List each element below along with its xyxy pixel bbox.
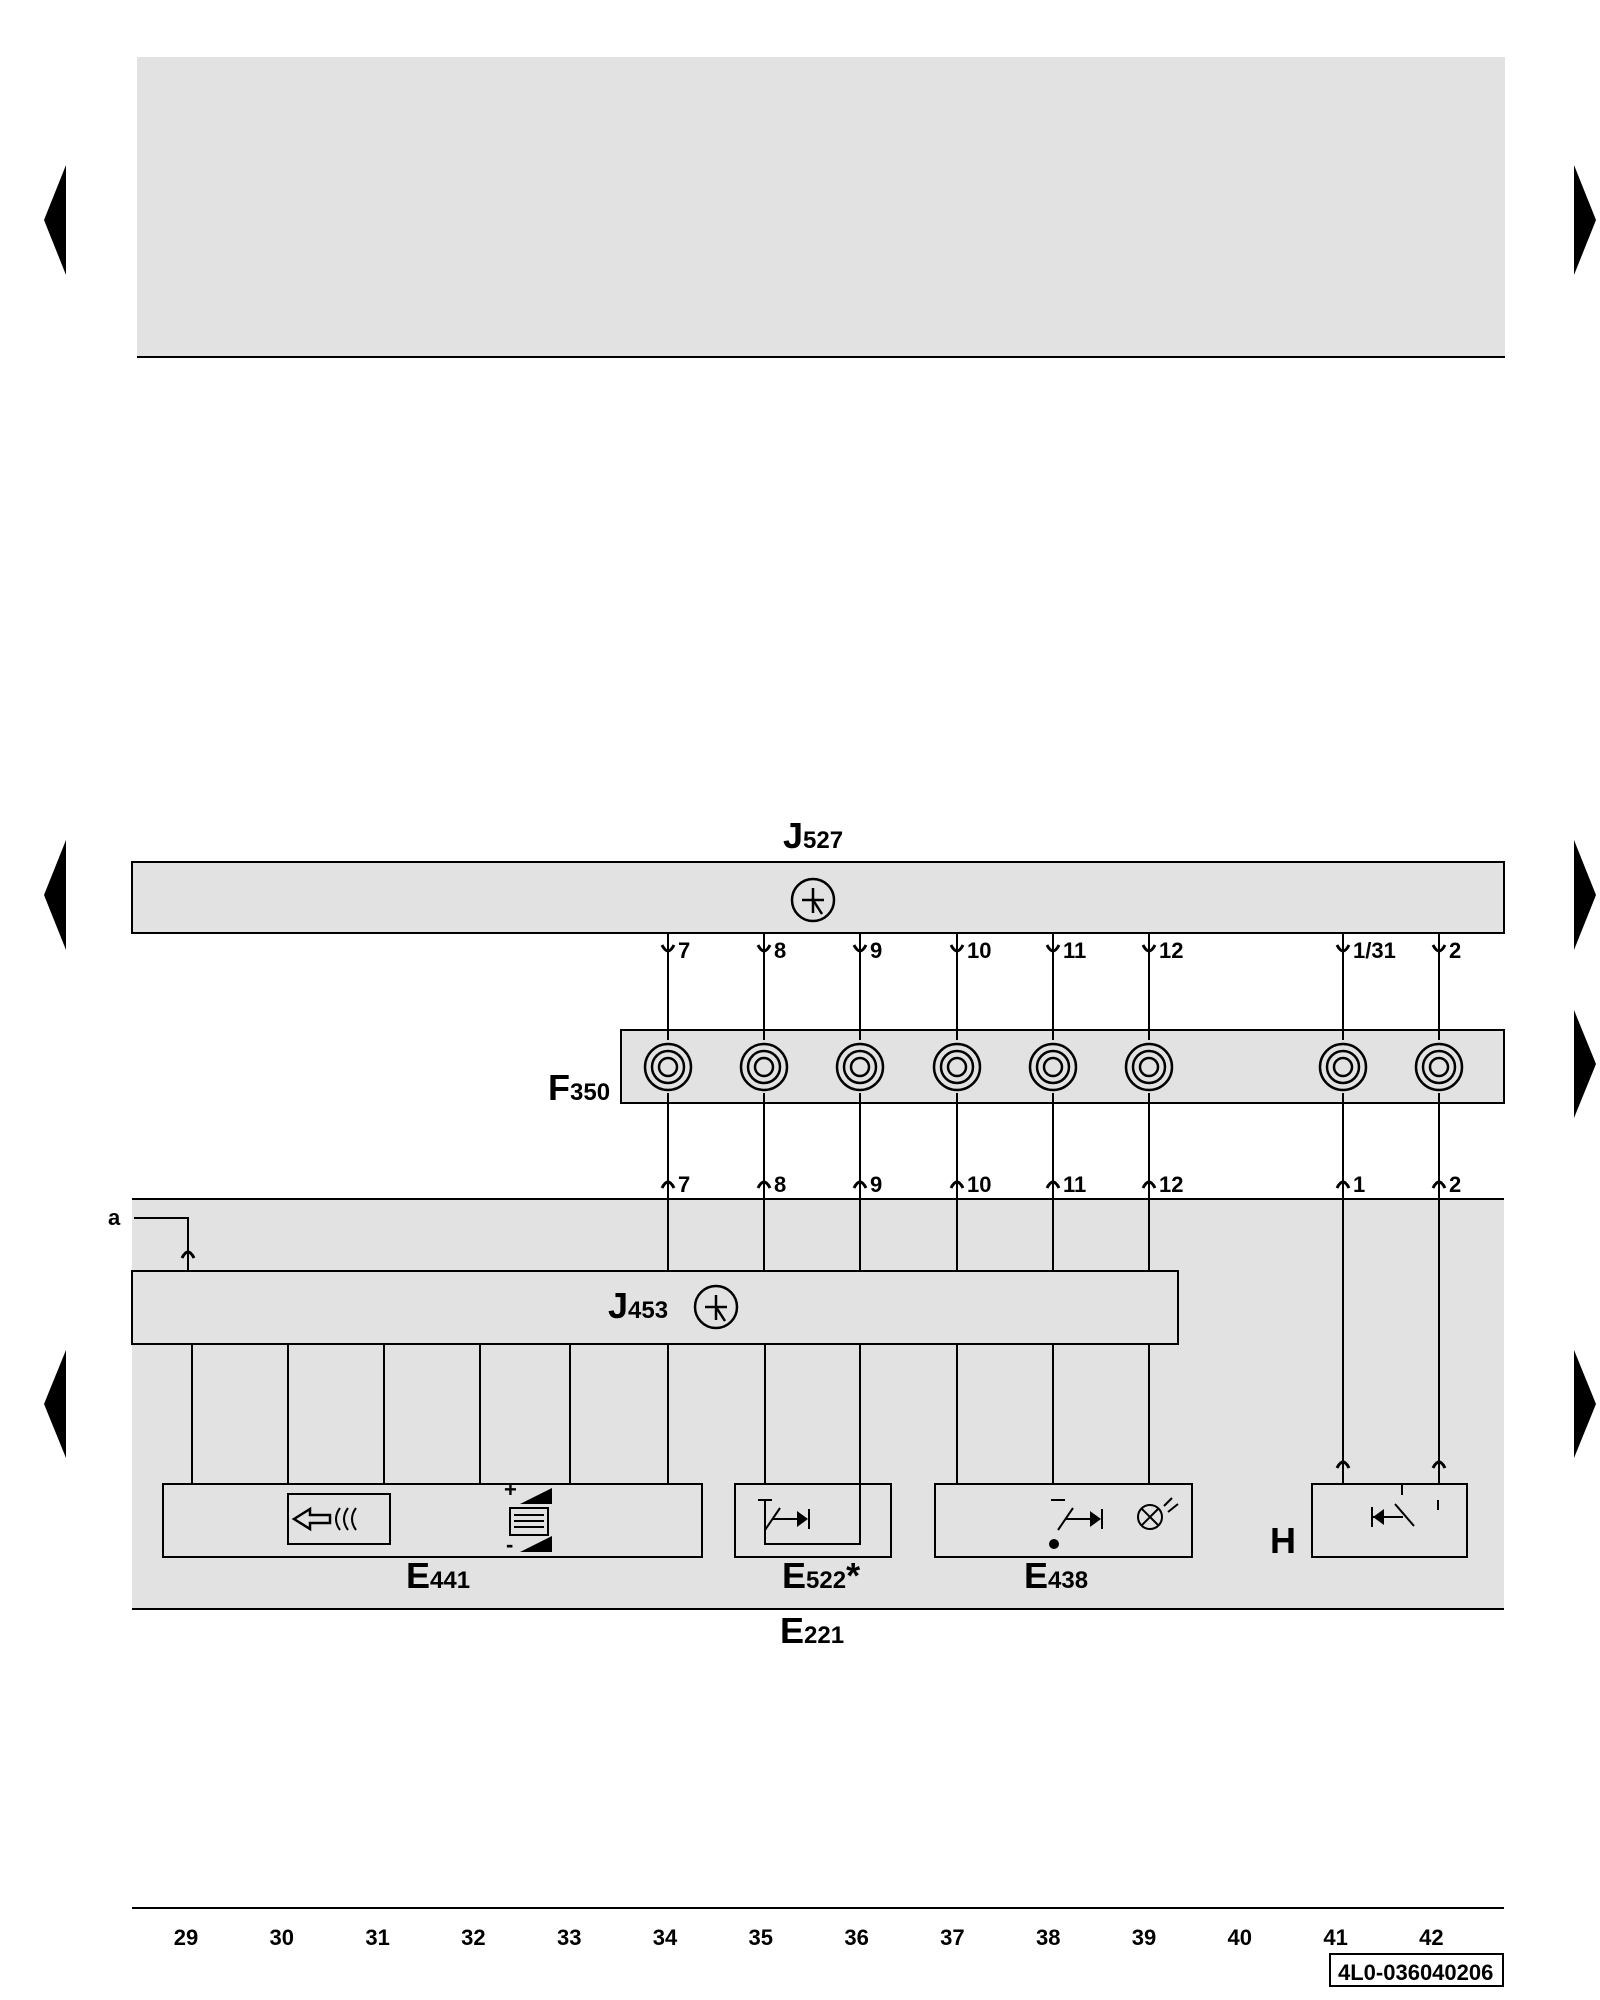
column-number: 37 — [940, 1925, 964, 1950]
connector-bottom-label: 9 — [870, 1172, 882, 1197]
sensor-wave-icon — [287, 1493, 391, 1545]
connector-bottom-label: 10 — [967, 1172, 991, 1197]
column-number: 36 — [844, 1925, 868, 1950]
connector-bottom: 12 — [1141, 1172, 1183, 1197]
connector-a — [180, 1250, 196, 1259]
clock-spring-coil-icon — [1028, 1042, 1078, 1092]
h-label: H — [1270, 1520, 1296, 1561]
nav-arrow-left-icon[interactable] — [44, 1350, 66, 1458]
push-switch-icon — [1371, 1484, 1439, 1527]
connector-top-label: 8 — [774, 938, 786, 963]
h-box — [1311, 1483, 1468, 1558]
column-number: 42 — [1419, 1925, 1443, 1950]
connector-bottom-label: 12 — [1159, 1172, 1183, 1197]
rocker-switch-icon: + - — [504, 1477, 552, 1557]
e522-box — [734, 1483, 892, 1558]
part-number-box — [1329, 1953, 1504, 1987]
connector-top-label: 11 — [1063, 938, 1086, 963]
connector-bottom: 8 — [756, 1172, 786, 1197]
column-number: 35 — [749, 1925, 773, 1950]
label-a: a — [108, 1205, 121, 1230]
e441-label: E441 — [406, 1555, 470, 1596]
column-number: 38 — [1036, 1925, 1060, 1950]
connector-top-label: 10 — [967, 938, 991, 963]
connector-top-label: 12 — [1159, 938, 1183, 963]
connector-top: 8 — [756, 938, 786, 963]
e522-label: E522* — [782, 1555, 860, 1596]
clock-spring-coil-icon — [643, 1042, 693, 1092]
connector-top: 1/31 — [1335, 938, 1396, 963]
clock-spring-coil-icon — [1414, 1042, 1464, 1092]
push-switch-icon — [758, 1344, 861, 1545]
j527-label: J527 — [783, 815, 843, 856]
connector-top: 9 — [852, 938, 882, 963]
connector-bottom: 7 — [660, 1172, 690, 1197]
clock-spring-coil-icon — [1124, 1042, 1174, 1092]
connector-top: 2 — [1431, 938, 1461, 963]
connector-bottom: 9 — [852, 1172, 882, 1197]
j453-box — [131, 1270, 1179, 1345]
column-number: 34 — [653, 1925, 678, 1950]
e441-box — [162, 1483, 703, 1558]
nav-arrow-right-icon[interactable] — [1574, 165, 1596, 275]
connector-top-label: 2 — [1449, 938, 1461, 963]
column-number: 32 — [461, 1925, 485, 1950]
svg-text:-: - — [506, 1532, 513, 1557]
connector-bottom-label: 11 — [1063, 1172, 1086, 1197]
connector-top: 12 — [1141, 938, 1183, 963]
nav-arrow-left-icon[interactable] — [44, 165, 66, 275]
transistor-icon — [790, 877, 836, 923]
j527-box — [131, 861, 1505, 934]
connector-top-label: 1/31 — [1353, 938, 1396, 963]
part-number: 4L0-036040206 — [1338, 1960, 1493, 1985]
column-number: 29 — [174, 1925, 198, 1950]
svg-text:+: + — [504, 1477, 517, 1502]
connector-top-label: 7 — [678, 938, 690, 963]
column-number: 31 — [365, 1925, 389, 1950]
connector-h — [1431, 1460, 1447, 1469]
clock-spring-coil-icon — [835, 1042, 885, 1092]
connector-bottom-label: 1 — [1353, 1172, 1365, 1197]
connector-bottom: 11 — [1045, 1172, 1086, 1197]
push-switch-icon — [1049, 1499, 1103, 1549]
nav-arrow-right-icon[interactable] — [1574, 1010, 1596, 1118]
clock-spring-coil-icon — [1318, 1042, 1368, 1092]
lamp-icon — [1137, 1497, 1179, 1530]
column-number: 40 — [1228, 1925, 1252, 1950]
transistor-icon — [693, 1284, 739, 1330]
connector-top-label: 9 — [870, 938, 882, 963]
e221-label: E221 — [780, 1610, 844, 1651]
nav-arrow-right-icon[interactable] — [1574, 840, 1596, 950]
clock-spring-coil-icon — [932, 1042, 982, 1092]
connector-bottom: 1 — [1335, 1172, 1365, 1197]
j453-label: J453 — [608, 1285, 668, 1326]
header-panel — [137, 57, 1505, 357]
connector-bottom: 10 — [949, 1172, 991, 1197]
connector-bottom: 2 — [1431, 1172, 1461, 1197]
e438-label: E438 — [1024, 1555, 1088, 1596]
connector-bottom-label: 7 — [678, 1172, 690, 1197]
nav-arrow-right-icon[interactable] — [1574, 1350, 1596, 1458]
connector-bottom-label: 8 — [774, 1172, 786, 1197]
column-number: 30 — [270, 1925, 294, 1950]
column-number: 39 — [1132, 1925, 1156, 1950]
connector-top: 10 — [949, 938, 991, 963]
column-number: 41 — [1323, 1925, 1347, 1950]
connector-bottom-label: 2 — [1449, 1172, 1461, 1197]
connector-top: 11 — [1045, 938, 1086, 963]
connector-top: 7 — [660, 938, 690, 963]
column-number: 33 — [557, 1925, 581, 1950]
connector-h — [1335, 1460, 1351, 1469]
f350-label: F350 — [548, 1067, 610, 1108]
clock-spring-coil-icon — [739, 1042, 789, 1092]
nav-arrow-left-icon[interactable] — [44, 840, 66, 950]
